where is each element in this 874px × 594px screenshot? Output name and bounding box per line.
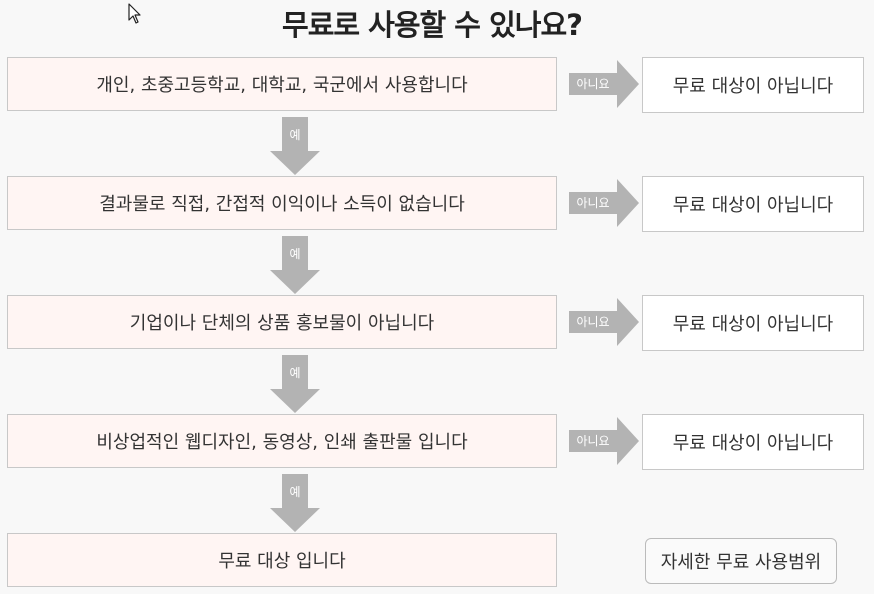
down-arrow-icon [270, 474, 320, 532]
question-box-4: 비상업적인 웹디자인, 동영상, 인쇄 출판물 입니다 [7, 414, 557, 468]
right-arrow-icon [569, 298, 639, 346]
down-arrow-icon [270, 117, 320, 175]
result-box-1: 무료 대상이 아닙니다 [642, 57, 864, 113]
detail-usage-button[interactable]: 자세한 무료 사용범위 [645, 538, 837, 584]
question-box-2: 결과물로 직접, 간접적 이익이나 소득이 없습니다 [7, 176, 557, 230]
final-result-box: 무료 대상 입니다 [7, 533, 557, 587]
right-arrow-icon [569, 179, 639, 227]
down-arrow-icon [270, 236, 320, 294]
question-box-1: 개인, 초중고등학교, 대학교, 국군에서 사용합니다 [7, 57, 557, 111]
yes-label: 예 [289, 128, 301, 142]
no-label: 아니요 [576, 315, 610, 329]
no-label: 아니요 [576, 434, 610, 448]
no-label: 아니요 [576, 77, 610, 91]
result-box-4: 무료 대상이 아닙니다 [642, 414, 864, 470]
yes-label: 예 [289, 247, 301, 261]
yes-label: 예 [289, 485, 301, 499]
yes-arrow-2: 예 [270, 236, 320, 294]
down-arrow-icon [270, 355, 320, 413]
yes-label: 예 [289, 366, 301, 380]
no-arrow-4: 아니요 [569, 417, 639, 465]
mouse-cursor-icon [128, 3, 141, 24]
result-box-2: 무료 대상이 아닙니다 [642, 176, 864, 232]
no-arrow-3: 아니요 [569, 298, 639, 346]
right-arrow-icon [569, 60, 639, 108]
no-arrow-1: 아니요 [569, 60, 639, 108]
yes-arrow-4: 예 [270, 474, 320, 532]
no-arrow-2: 아니요 [569, 179, 639, 227]
question-box-3: 기업이나 단체의 상품 홍보물이 아닙니다 [7, 295, 557, 349]
yes-arrow-1: 예 [270, 117, 320, 175]
no-label: 아니요 [576, 196, 610, 210]
page-title: 무료로 사용할 수 있나요? [282, 8, 583, 42]
result-box-3: 무료 대상이 아닙니다 [642, 295, 864, 351]
yes-arrow-3: 예 [270, 355, 320, 413]
right-arrow-icon [569, 417, 639, 465]
